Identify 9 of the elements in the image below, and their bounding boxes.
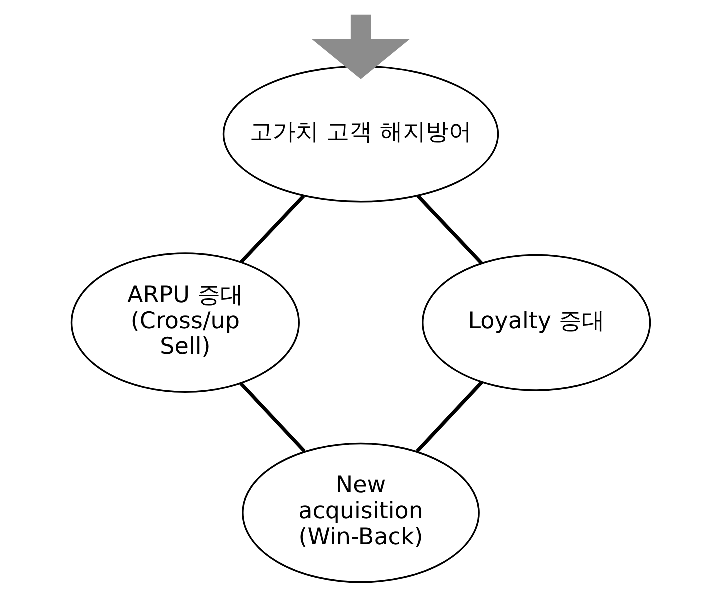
connector bbox=[416, 381, 483, 453]
node-ellipse: New acquisition (Win-Back) bbox=[242, 442, 480, 584]
connector bbox=[416, 194, 482, 265]
node-ellipse: Loyalty 증대 bbox=[422, 254, 651, 392]
node-ellipse: 고가치 고객 해지방어 bbox=[222, 66, 499, 203]
node-ellipse: ARPU 증대 (Cross/up Sell) bbox=[70, 252, 300, 394]
connector bbox=[239, 382, 306, 453]
connector bbox=[240, 194, 305, 264]
arrow bbox=[311, 14, 410, 80]
